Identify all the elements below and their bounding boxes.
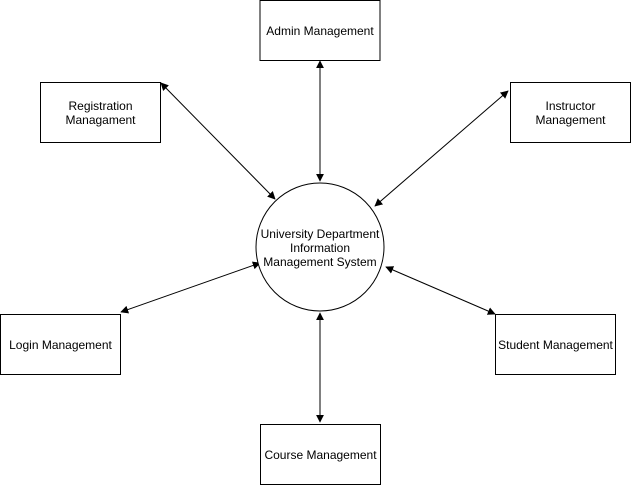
module-instructor-label-line-1: Instructor [545, 99, 595, 113]
module-admin-label: Admin Management [266, 24, 374, 38]
connector-login [120, 261, 261, 314]
center-circle [255, 182, 385, 312]
module-instructor: Instructor Management [510, 82, 631, 143]
module-login-box [0, 314, 121, 375]
center-label-line-2: Information [290, 241, 350, 255]
center-label-line-3: Management System [263, 255, 376, 269]
module-course-label: Course Management [264, 448, 377, 462]
module-course: Course Management [260, 424, 381, 485]
module-student: Student Management [495, 314, 616, 375]
module-registration: Registration Managament [40, 82, 161, 143]
connector-student [385, 266, 496, 315]
connector-registration [160, 82, 276, 200]
connector-instructor [374, 90, 509, 207]
module-registration-label-line-2: Managament [65, 113, 136, 127]
module-login-label: Login Management [9, 338, 112, 352]
center-label-line-1: University Department [261, 227, 380, 241]
module-student-label: Student Management [498, 338, 613, 352]
module-registration-box [40, 82, 161, 143]
module-instructor-label-line-2: Management [535, 113, 606, 127]
module-admin-box [259, 0, 381, 61]
module-instructor-box [510, 82, 631, 143]
module-student-box [495, 314, 616, 375]
module-registration-label-line-1: Registration [68, 99, 132, 113]
module-course-box [260, 424, 381, 485]
module-login: Login Management [0, 314, 121, 375]
module-admin: Admin Management [259, 0, 381, 61]
center-system-node: University Department Information Manage… [255, 182, 385, 312]
